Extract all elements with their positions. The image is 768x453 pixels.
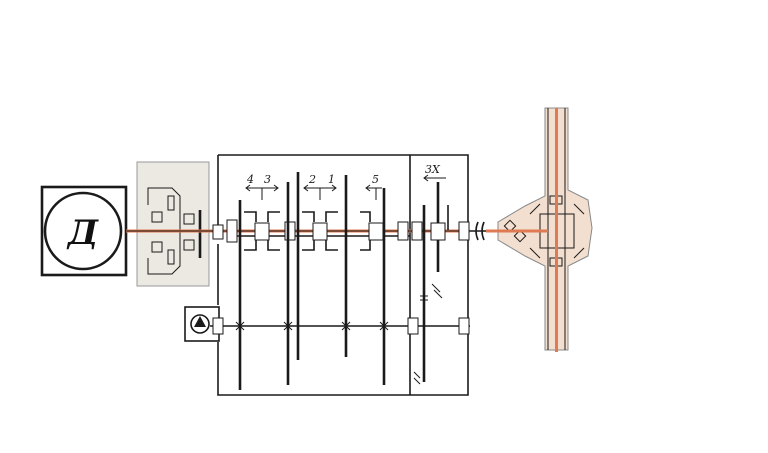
- bearing-counter-1: [212, 317, 224, 335]
- bevel-bearing-1: [503, 219, 517, 233]
- motor-circle: [43, 191, 123, 271]
- reverse-hatch: [431, 283, 443, 299]
- flex-coupling-icon-2: [481, 221, 485, 241]
- bearing-counter-3: [458, 317, 470, 335]
- gear-label-3: 3: [264, 173, 271, 186]
- bearing-input-5: [411, 221, 423, 241]
- shift-forks: 4 3 2 1 5 3Х: [245, 163, 446, 200]
- clutch-bearing-lower: [151, 241, 163, 253]
- power-flow-path: [126, 108, 558, 352]
- synchro-5-hub: [368, 222, 384, 241]
- synchro-2-1-lower: [302, 240, 338, 251]
- gear-label-2: 2: [308, 173, 316, 186]
- gear-label-reverse: 3Х: [425, 163, 441, 176]
- synchro-5-upper: [360, 211, 371, 222]
- bearing-input-2: [226, 219, 238, 243]
- clutch-pack-upper: [167, 195, 175, 211]
- bearing-input-3: [284, 221, 296, 241]
- gear-stacks: [238, 172, 449, 390]
- synchro-2-1-hub: [312, 222, 328, 241]
- bearing-counter-2: [407, 317, 419, 335]
- fork-4-3-arrows: [245, 184, 279, 192]
- gearbox-housing: [217, 154, 469, 396]
- fork-reverse-arrow: [423, 174, 429, 182]
- synchro-4-3-lower: [244, 240, 280, 251]
- bearing-input-1: [212, 224, 224, 240]
- synchro-4-3-hub: [254, 222, 270, 241]
- clutch-bearing-upper-2: [183, 213, 195, 225]
- flex-coupling-icon: [475, 221, 479, 241]
- bevel-gears: [529, 203, 585, 259]
- shaft-bearings: [212, 219, 470, 335]
- clutch-pack-lower: [167, 249, 175, 265]
- synchro-4-3-upper: [244, 211, 280, 222]
- pump-icon: [190, 314, 210, 334]
- reverse-brake-mark: [420, 295, 428, 301]
- bevel-bearing-2: [513, 229, 527, 243]
- clutch-housing-background: [136, 161, 210, 287]
- gear-label-1: 1: [328, 173, 335, 186]
- fork-5-arrow: [365, 184, 371, 192]
- synchro-2-1-upper: [302, 211, 338, 222]
- counter-shaft-marks: [235, 283, 443, 385]
- clutch-bearing-lower-2: [183, 239, 195, 251]
- gear-label-4: 4: [246, 173, 254, 186]
- mark-2: [283, 321, 293, 331]
- mark-3: [341, 321, 351, 331]
- clutch-housing: [136, 161, 210, 287]
- fork-2-1-arrows: [303, 184, 337, 192]
- mark-4: [379, 321, 389, 331]
- synchronizers: [244, 211, 446, 251]
- synchro-reverse-hub: [430, 222, 446, 241]
- pump-triangle-icon: [194, 316, 206, 327]
- bearing-input-4: [397, 221, 409, 241]
- synchro-5-lower: [360, 240, 371, 251]
- ground-hatch: [413, 371, 421, 385]
- gear-label-5: 5: [372, 173, 379, 186]
- transfer-case: [497, 107, 593, 351]
- motor-block: Д: [40, 185, 128, 277]
- gearbox-housing-outline: [217, 154, 469, 396]
- motor-label: Д: [66, 213, 99, 253]
- bearing-input-6: [458, 221, 470, 241]
- clutch-bearing-upper: [151, 211, 163, 223]
- mark-1: [235, 321, 245, 331]
